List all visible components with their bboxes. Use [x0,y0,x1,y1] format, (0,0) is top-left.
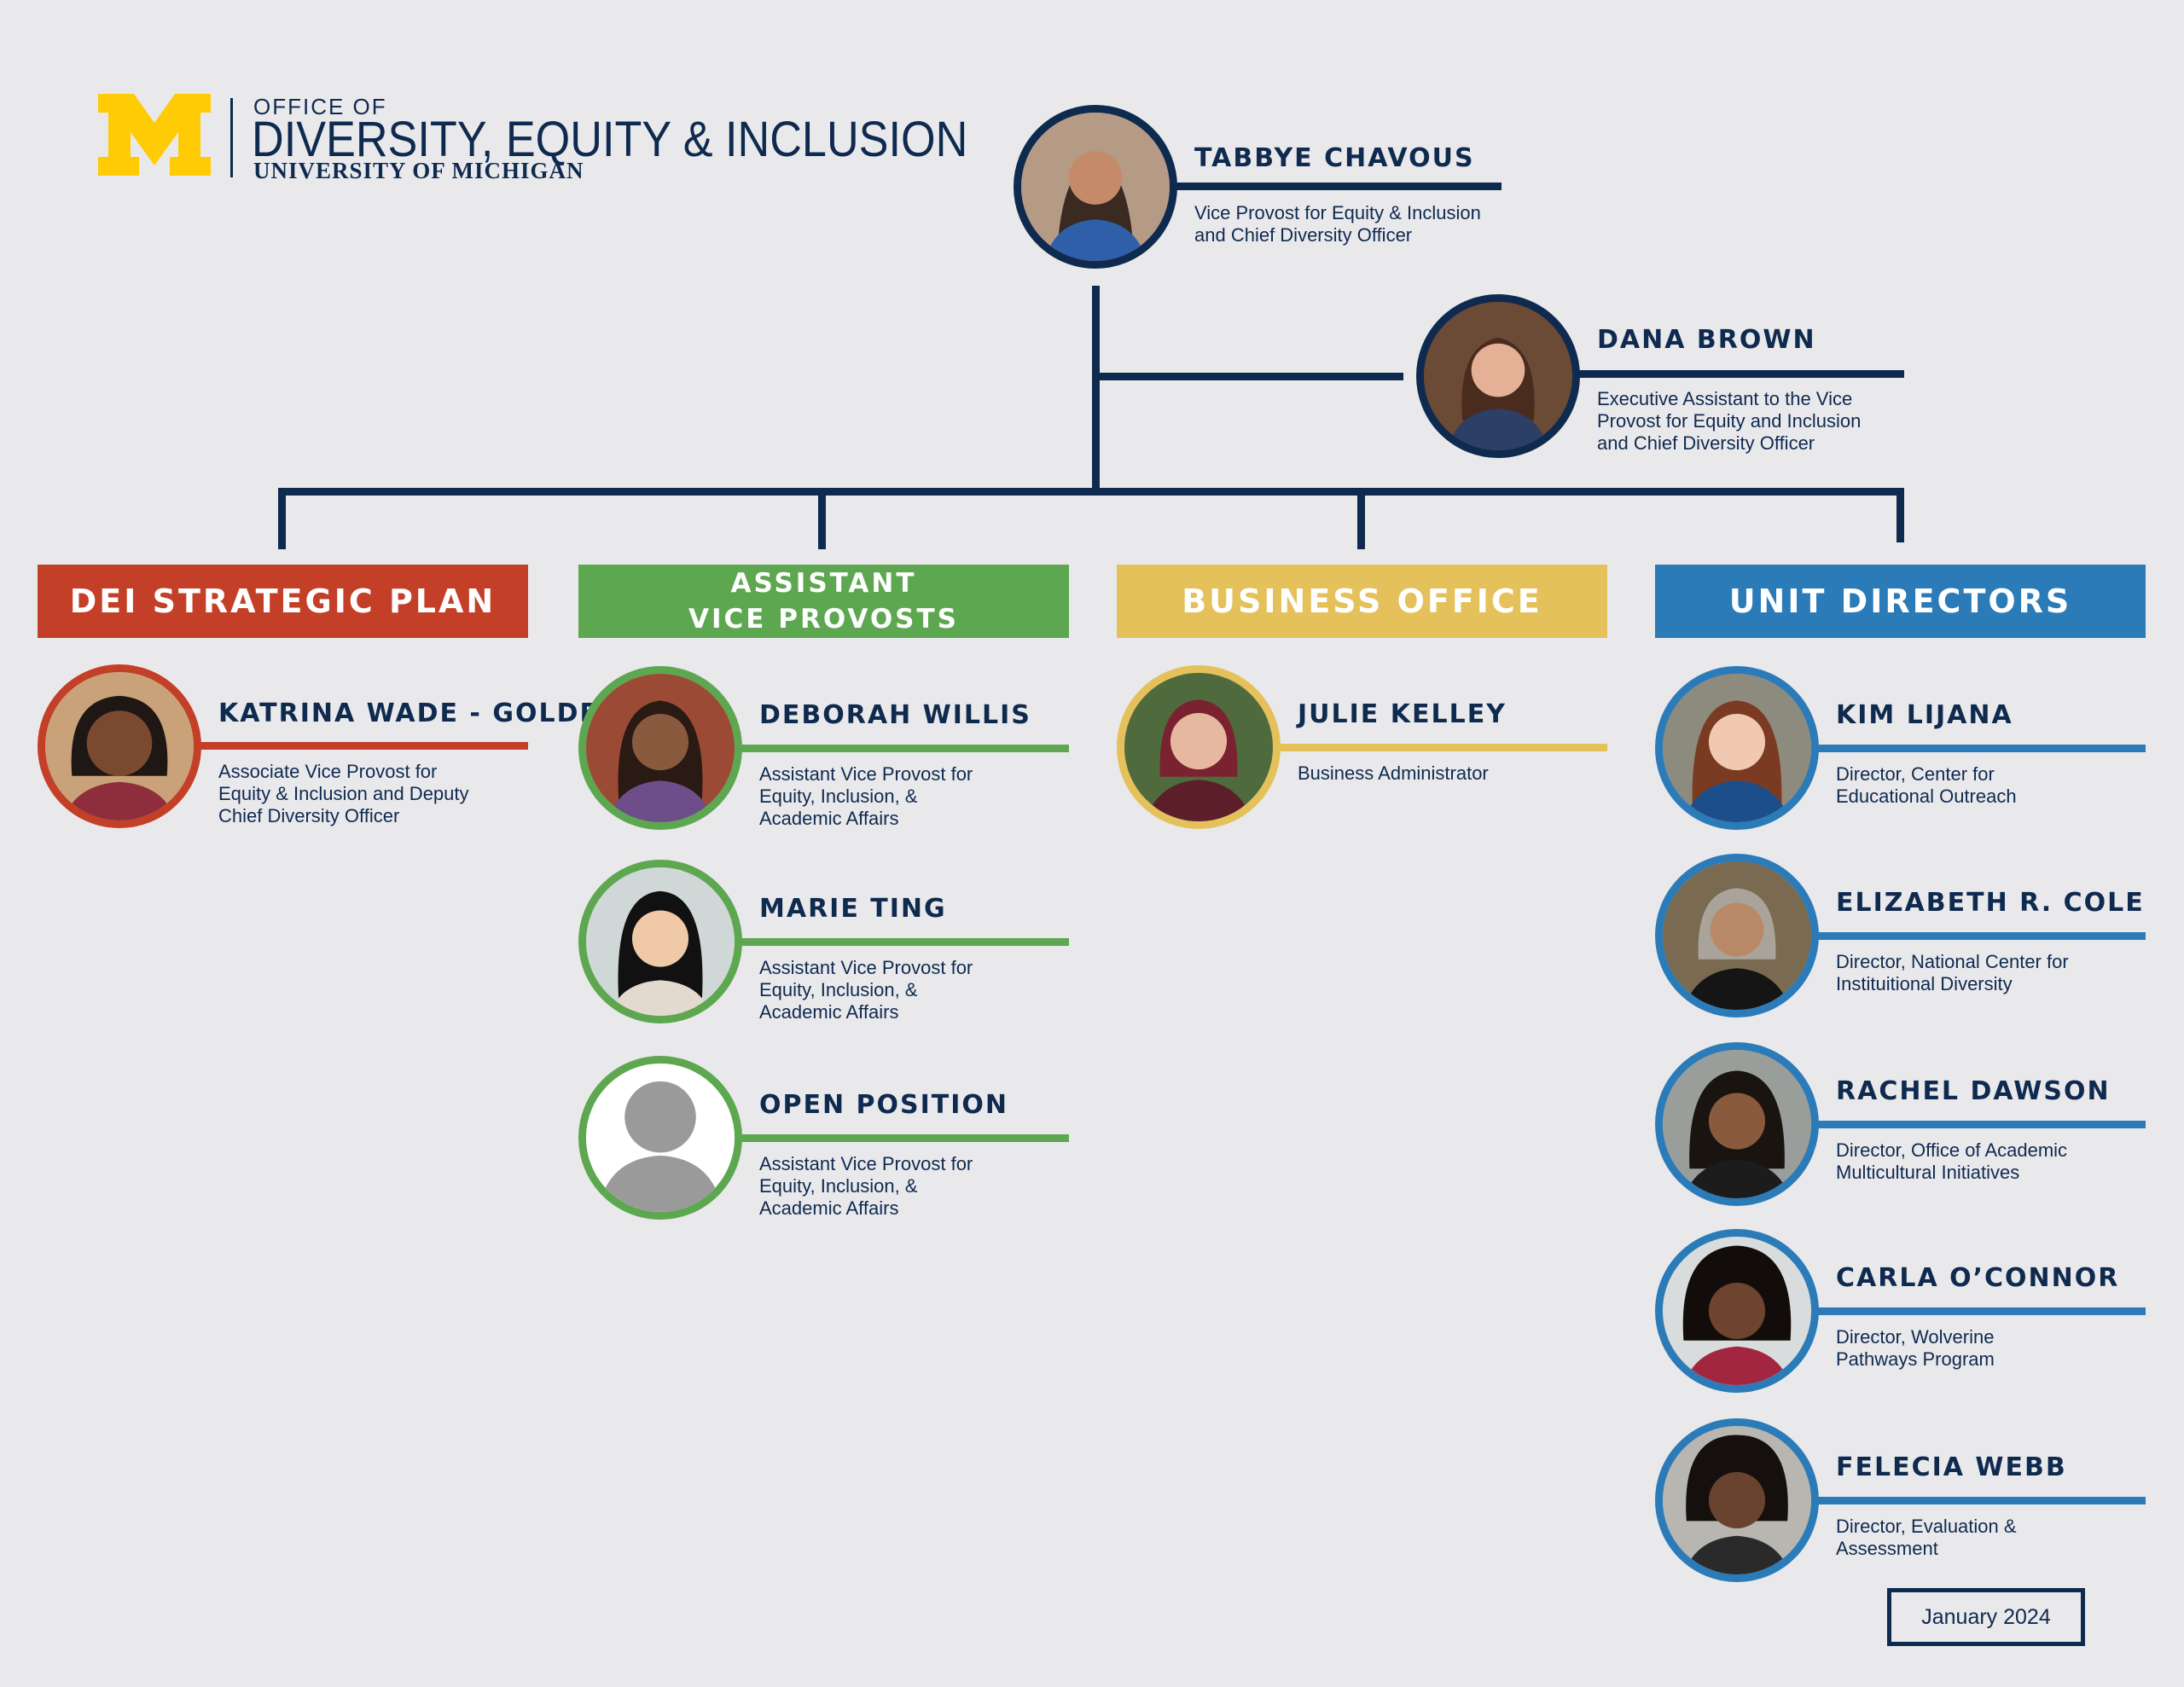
person-rule [1275,744,1607,751]
person-rule [1814,1497,2146,1504]
person-title: Director, National Center for Instituiti… [1836,951,2069,994]
person-photo [1655,1418,1819,1582]
person-card: RACHEL DAWSON Director, Office of Academ… [1655,1042,2146,1213]
person-name: DEBORAH WILLIS [759,700,1031,730]
logo-university: UNIVERSITY OF MICHIGAN [253,158,584,183]
person-title: Associate Vice Provost for Equity & Incl… [218,761,469,826]
portrait-icon [1663,1426,1811,1574]
placeholder-user-icon [586,1064,735,1212]
person-card: CARLA O’CONNOR Director, Wolverine Pathw… [1655,1229,2146,1400]
person-photo [578,666,742,830]
connector-drop-units [1896,488,1904,542]
connector-drop-business [1357,488,1365,549]
person-photo [1655,1042,1819,1206]
person-name: MARIE TING [759,894,947,924]
person-photo [1655,854,1819,1017]
connector-drop-dei [278,488,286,549]
leader-name: TABBYE CHAVOUS [1194,143,1475,173]
leader-card: TABBYE CHAVOUS Vice Provost for Equity &… [1014,105,1502,275]
dept-header-assistant-vice-provosts: ASSISTANT VICE PROVOSTS [578,565,1069,638]
portrait-icon [1663,1237,1811,1385]
portrait-icon [586,674,735,822]
portrait-icon [45,672,194,820]
person-rule [196,742,528,750]
person-name: FELECIA WEBB [1836,1452,2067,1482]
dept-header-dei-strategic-plan: DEI STRATEGIC PLAN [38,565,528,638]
leader-title: Vice Provost for Equity & Inclusion and … [1194,202,1481,246]
portrait-icon [1663,861,1811,1010]
portrait-icon [1124,673,1273,821]
person-name: JULIE KELLEY [1298,699,1507,729]
portrait-icon [1663,1050,1811,1198]
person-photo [38,664,201,828]
portrait-icon [586,867,735,1016]
person-rule [737,1134,1069,1142]
logo-dei-name: DIVERSITY, EQUITY & INCLUSION [252,112,968,167]
assistant-card: DANA BROWN Executive Assistant to the Vi… [1416,294,1904,465]
person-name: KIM LIJANA [1836,700,2013,730]
person-rule [737,938,1069,946]
person-card: KIM LIJANA Director, Center for Educatio… [1655,666,2146,837]
person-rule [737,745,1069,752]
dept-header-unit-directors: UNIT DIRECTORS [1655,565,2146,638]
date-stamp: January 2024 [1887,1588,2085,1646]
person-title: Assistant Vice Provost for Equity, Inclu… [759,763,973,829]
person-photo [1117,665,1281,829]
person-title: Assistant Vice Provost for Equity, Inclu… [759,957,973,1023]
person-card: MARIE TING Assistant Vice Provost for Eq… [578,860,1069,1030]
person-card: FELECIA WEBB Director, Evaluation & Asse… [1655,1418,2146,1589]
person-name: KATRINA WADE - GOLDEN [218,699,623,728]
person-title: Director, Office of Academic Multicultur… [1836,1139,2068,1183]
leader-photo [1014,105,1177,269]
logo-office-of: OFFICE OF [253,94,387,119]
person-title: Director, Evaluation & Assessment [1836,1516,2017,1559]
portrait-icon [1021,113,1170,261]
logo-divider [230,98,233,177]
assistant-rule [1575,370,1904,378]
person-name: RACHEL DAWSON [1836,1076,2111,1106]
person-card: OPEN POSITION Assistant Vice Provost for… [578,1056,1069,1226]
person-photo [1655,666,1819,830]
dei-logo: OFFICE OF DIVERSITY, EQUITY & INCLUSION … [98,94,967,188]
portrait-icon [1663,674,1811,822]
person-card: JULIE KELLEY Business Administrator [1117,665,1607,836]
person-title: Director, Wolverine Pathways Program [1836,1326,1995,1370]
person-title: Assistant Vice Provost for Equity, Inclu… [759,1153,973,1219]
person-card: KATRINA WADE - GOLDEN Associate Vice Pro… [38,664,620,835]
person-card: ELIZABETH R. COLE Director, National Cen… [1655,854,2146,1024]
assistant-title: Executive Assistant to the Vice Provost … [1597,388,1862,454]
person-photo [578,1056,742,1220]
person-name: CARLA O’CONNOR [1836,1263,2120,1293]
person-photo [1655,1229,1819,1393]
person-name: ELIZABETH R. COLE [1836,888,2145,918]
person-title: Business Administrator [1298,762,1489,784]
person-rule [1814,745,2146,752]
person-rule [1814,1307,2146,1315]
connector-drop-avp [818,488,826,549]
assistant-photo [1416,294,1580,458]
connector-leader-trunk [1092,286,1100,490]
leader-rule [1172,183,1502,190]
person-title: Director, Center for Educational Outreac… [1836,763,2017,807]
person-card: DEBORAH WILLIS Assistant Vice Provost fo… [578,666,1069,837]
person-rule [1814,932,2146,940]
portrait-icon [1424,302,1572,450]
dept-header-business-office: BUSINESS OFFICE [1117,565,1607,638]
person-rule [1814,1121,2146,1128]
person-name: OPEN POSITION [759,1090,1009,1120]
connector-horizontal-bus [278,488,1904,496]
person-photo [578,860,742,1023]
connector-assistant-branch [1092,373,1403,380]
block-m-logo-icon [98,94,211,176]
assistant-name: DANA BROWN [1597,325,1816,355]
